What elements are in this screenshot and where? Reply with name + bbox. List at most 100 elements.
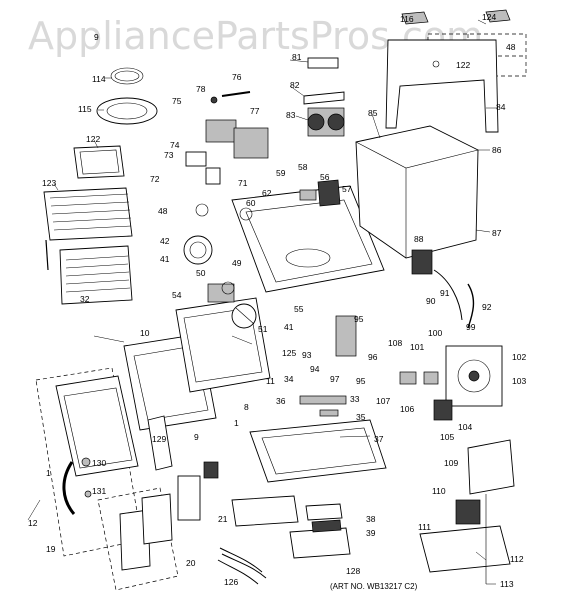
- callout-113-top: 122: [456, 60, 470, 70]
- callout-83: 83: [286, 110, 296, 120]
- part-81-duct: [307, 57, 339, 69]
- part-71-switch: [205, 167, 221, 185]
- callout-106: 106: [400, 404, 414, 414]
- callout-86: 86: [492, 145, 502, 155]
- callout-87: 87: [492, 228, 502, 238]
- callout-113: 113: [500, 579, 514, 589]
- part-60-thermostat: [239, 207, 253, 221]
- callout-84: 84: [496, 102, 506, 112]
- callout-101: 101: [410, 342, 424, 352]
- callout-128: 128: [346, 566, 360, 576]
- part-112-base: [419, 525, 511, 573]
- callout-59: 59: [276, 168, 286, 178]
- callout-102: 102: [512, 352, 526, 362]
- callout-37: 37: [374, 434, 384, 444]
- part-103-transformer-assy: [445, 345, 503, 407]
- callout-88: 88: [414, 234, 424, 244]
- callout-7: 1: [234, 418, 239, 428]
- callout-93: 93: [302, 350, 312, 360]
- art-number: (ART NO. WB13217 C2): [330, 582, 418, 591]
- callout-21: 21: [218, 514, 228, 524]
- part-128-filter: [289, 527, 351, 559]
- callout-110: 110: [432, 486, 446, 496]
- callout-122: 122: [86, 134, 100, 144]
- part-38-filter: [305, 503, 343, 521]
- part-126-harness: [217, 547, 267, 585]
- callout-108: 108: [388, 338, 402, 348]
- part-19-panel: [119, 509, 151, 571]
- part-105-magnetron: [433, 399, 453, 421]
- callout-123: 123: [42, 178, 56, 188]
- part-115-turntable: [96, 97, 158, 125]
- callout-100: 100: [428, 328, 442, 338]
- callout-126: 126: [224, 577, 238, 587]
- part-32-grille: [59, 245, 133, 305]
- callout-95b: 95: [356, 376, 366, 386]
- part-114-roller-ring: [110, 67, 144, 85]
- callout-35: 35: [356, 412, 366, 422]
- callout-32: 32: [80, 294, 90, 304]
- callout-105: 105: [440, 432, 454, 442]
- callout-99: 99: [466, 322, 476, 332]
- callout-8: 8: [244, 402, 249, 412]
- callout-19: 19: [46, 544, 56, 554]
- callout-55: 55: [294, 304, 304, 314]
- callout-103: 103: [512, 376, 526, 386]
- part-21-board: [203, 461, 219, 479]
- callout-81: 81: [292, 52, 302, 62]
- callout-116: 116: [400, 14, 414, 24]
- part-21-control-panel: [177, 475, 201, 521]
- callout-9b: 9: [194, 432, 199, 442]
- callout-91: 91: [440, 288, 450, 298]
- part-20-keypad: [141, 493, 173, 545]
- part-74-board: [185, 151, 207, 167]
- callout-20: 20: [186, 558, 196, 568]
- part-122-filter: [73, 145, 125, 179]
- part-58-lamp: [299, 189, 317, 201]
- callout-73: 73: [164, 150, 174, 160]
- part-91-cord: [433, 269, 463, 321]
- part-109-vent: [467, 439, 515, 495]
- callout-9: 9: [94, 32, 99, 42]
- callout-62: 62: [262, 188, 272, 198]
- part-82-damper: [303, 91, 345, 105]
- callout-10: 10: [140, 328, 150, 338]
- callout-38: 38: [366, 514, 376, 524]
- callout-130: 130: [92, 458, 106, 468]
- part-93-latch: [335, 315, 357, 357]
- callout-42: 42: [160, 236, 170, 246]
- callout-109: 109: [444, 458, 458, 468]
- callout-72: 72: [150, 174, 160, 184]
- door-kit-outline-12: [35, 367, 143, 557]
- callout-48: 48: [158, 206, 168, 216]
- part-83-blower: [307, 107, 345, 137]
- part-130-screw: [81, 457, 91, 467]
- callout-34: 34: [284, 374, 294, 384]
- callout-49: 49: [232, 258, 242, 268]
- part-123-rack: [43, 187, 133, 241]
- callout-107: 107: [376, 396, 390, 406]
- callout-129: 129: [152, 434, 166, 444]
- part-129-door-handle-panel: [147, 415, 173, 471]
- part-85-outer-case: [355, 125, 479, 259]
- callout-124: 124: [482, 12, 496, 22]
- callout-57: 57: [342, 184, 352, 194]
- callout-97: 97: [330, 374, 340, 384]
- callout-11: 11: [266, 376, 275, 386]
- part-37-bottom-plate: [249, 419, 387, 483]
- callout-labels: 9 114 115 122 123 32 116 124 48 122 81 8…: [28, 12, 526, 589]
- callout-41: 41: [160, 254, 170, 264]
- part-33-bracket: [299, 395, 347, 405]
- callout-115: 115: [78, 104, 92, 114]
- part-1-handle: [62, 461, 76, 515]
- part-48-coupler: [195, 203, 209, 217]
- callout-60: 60: [246, 198, 256, 208]
- callout-114: 114: [92, 74, 106, 84]
- part-42-stirrer: [183, 235, 213, 265]
- part-51-plate: [231, 303, 257, 329]
- part-92-cord: [467, 283, 475, 329]
- callout-85: 85: [368, 108, 378, 118]
- callout-54: 54: [172, 290, 182, 300]
- part-39-filter: [311, 519, 342, 533]
